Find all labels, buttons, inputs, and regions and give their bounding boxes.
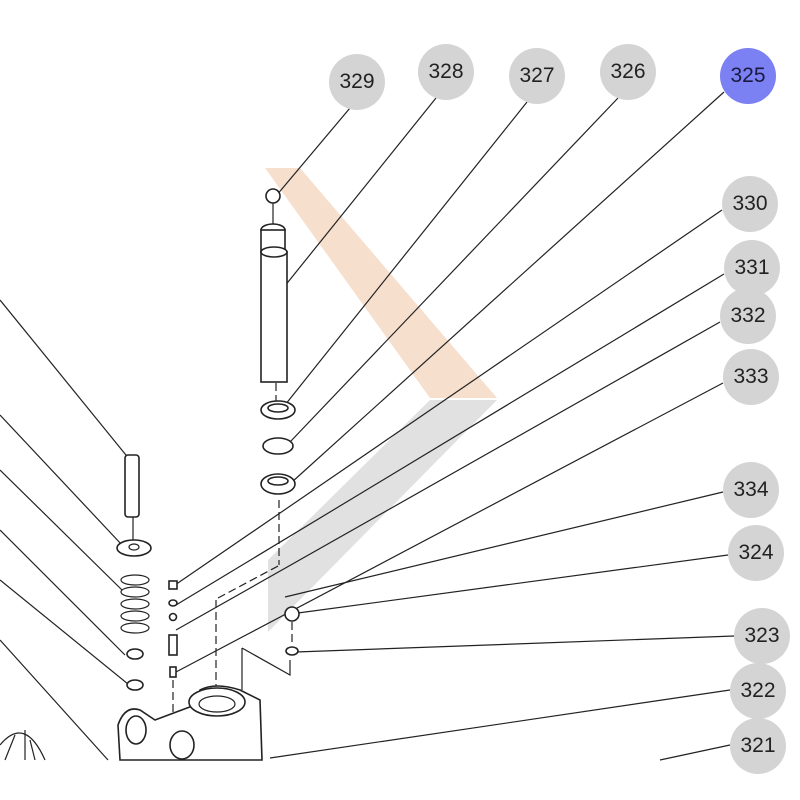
spring bbox=[120, 574, 150, 634]
callout-328[interactable]: 328 bbox=[418, 44, 474, 100]
callout-label: 328 bbox=[428, 60, 464, 83]
callout-332[interactable]: 332 bbox=[720, 288, 776, 344]
callout-label: 330 bbox=[732, 192, 768, 215]
callout-333[interactable]: 333 bbox=[723, 349, 779, 405]
callout-label: 323 bbox=[744, 624, 780, 647]
callout-label: 332 bbox=[730, 304, 766, 327]
pump-body bbox=[0, 685, 263, 761]
callout-329[interactable]: 329 bbox=[329, 54, 385, 110]
callout-327[interactable]: 327 bbox=[509, 48, 565, 104]
callout-330[interactable]: 330 bbox=[722, 176, 778, 232]
callout-323[interactable]: 323 bbox=[734, 608, 790, 664]
callout-label: 326 bbox=[610, 60, 646, 83]
callout-label: 333 bbox=[733, 365, 769, 388]
callout-label: 324 bbox=[738, 541, 774, 564]
callout-334[interactable]: 334 bbox=[723, 462, 779, 518]
callout-label: 327 bbox=[519, 64, 555, 87]
valve-assembly bbox=[116, 454, 178, 720]
watermark-orange-band bbox=[265, 168, 497, 398]
watermark-gray-band bbox=[268, 400, 497, 632]
callout-label: 329 bbox=[339, 70, 375, 93]
callout-324[interactable]: 324 bbox=[728, 525, 784, 581]
callout-325[interactable]: 325 bbox=[720, 48, 776, 104]
callout-label: 325 bbox=[730, 64, 766, 87]
callout-label: 322 bbox=[740, 679, 776, 702]
piston-assembly bbox=[215, 188, 300, 690]
callout-331[interactable]: 331 bbox=[724, 240, 780, 296]
callout-label: 334 bbox=[733, 478, 769, 501]
callout-label: 321 bbox=[740, 734, 776, 757]
leader-lines bbox=[0, 91, 735, 761]
callout-321[interactable]: 321 bbox=[730, 718, 786, 774]
callout-322[interactable]: 322 bbox=[730, 663, 786, 719]
callout-label: 331 bbox=[734, 256, 770, 279]
callout-326[interactable]: 326 bbox=[600, 44, 656, 100]
